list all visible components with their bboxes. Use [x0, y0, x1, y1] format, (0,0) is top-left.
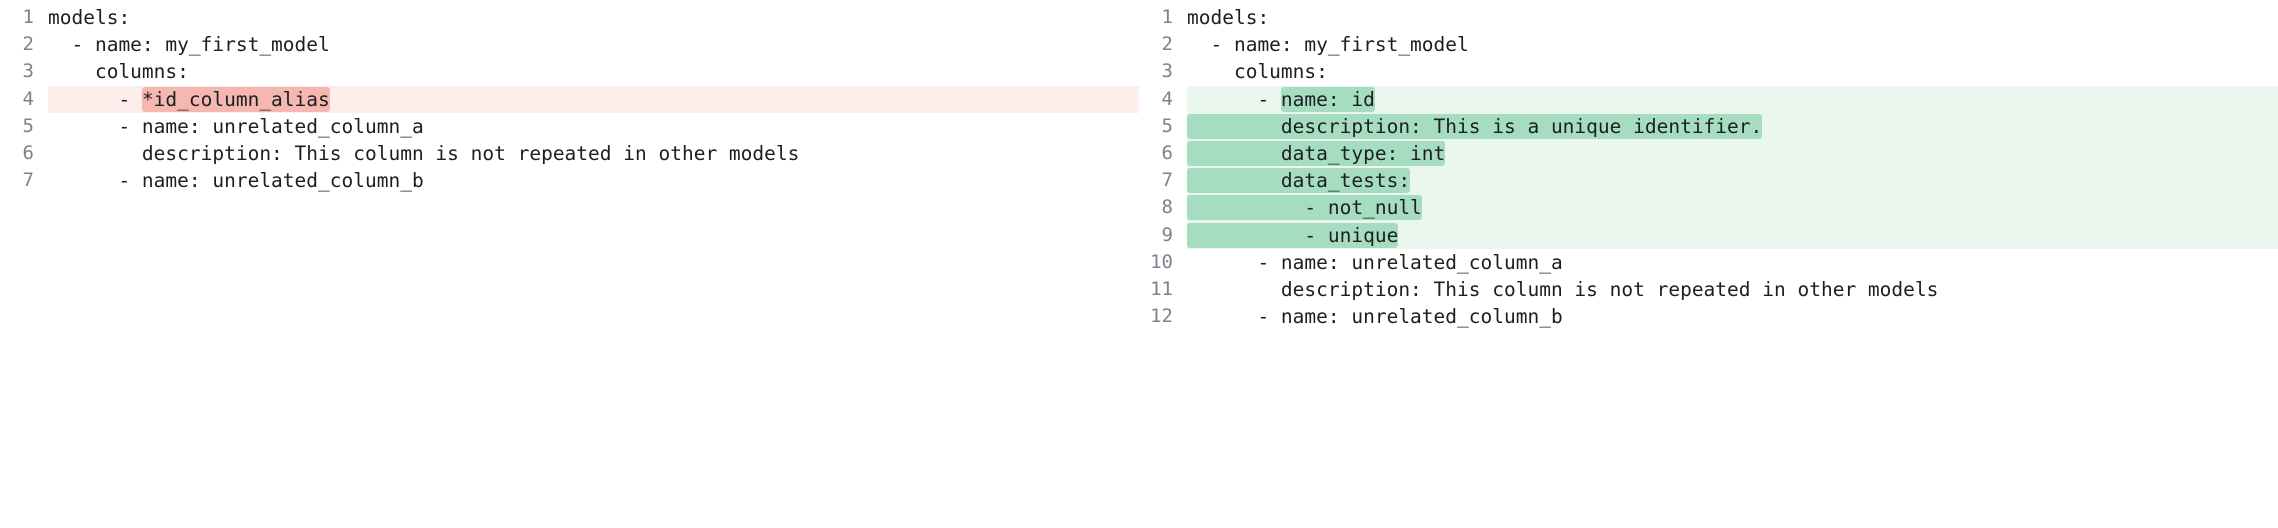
code-line[interactable]: 5 description: This is a unique identifi… [1139, 112, 2278, 140]
added-text-highlight: description: This is a unique identifier… [1187, 113, 1763, 139]
line-number: 3 [1161, 60, 1173, 83]
added-text-highlight: data_type: int [1187, 140, 1446, 166]
code-line[interactable]: 3 columns: [0, 58, 1139, 85]
code-line[interactable]: 5 - name: unrelated_column_a [0, 113, 1139, 140]
code-line[interactable]: 7 data_tests: [1139, 167, 2278, 195]
line-content: description: This column is not repeated… [1187, 277, 1939, 301]
code-line[interactable]: 8 - not_null [1139, 194, 2278, 222]
line-content: - name: id [1187, 86, 1375, 112]
line-content: models: [1187, 6, 1270, 29]
code-line[interactable]: 1 models: [1139, 4, 2278, 31]
line-number: 1 [22, 6, 34, 28]
line-content: description: This is a unique identifier… [1187, 113, 1763, 140]
code-line[interactable]: 2 - name: my_first_model [0, 31, 1139, 58]
code-line[interactable]: 4 - *id_column_alias [0, 85, 1139, 113]
line-number: 4 [1161, 87, 1173, 110]
code-line[interactable]: 6 data_type: int [1139, 139, 2278, 168]
code-line[interactable]: 6 description: This column is not repeat… [0, 140, 1139, 167]
code-line[interactable]: 2 - name: my_first_model [1139, 31, 2278, 58]
line-number: 2 [22, 33, 34, 56]
code-line[interactable]: 7 - name: unrelated_column_b [0, 167, 1139, 194]
line-content: data_tests: [1187, 167, 1411, 194]
line-number: 5 [22, 114, 34, 137]
line-number: 1 [1161, 6, 1173, 28]
code-line[interactable]: 1 models: [0, 4, 1139, 31]
added-text-highlight: - not_null [1187, 195, 1422, 221]
line-content: - name: unrelated_column_b [48, 169, 424, 193]
line-content: - *id_column_alias [48, 86, 330, 112]
line-number: 9 [1161, 223, 1173, 246]
line-content: - unique [1187, 222, 1399, 249]
line-number: 6 [1161, 141, 1173, 164]
code-line[interactable]: 12 - name: unrelated_column_b [1139, 303, 2278, 330]
line-content: description: This column is not repeated… [48, 141, 800, 165]
code-line[interactable]: 9 - unique [1139, 221, 2278, 249]
line-content: - not_null [1187, 194, 1422, 221]
line-number: 2 [1161, 33, 1173, 56]
line-number: 4 [22, 87, 34, 110]
added-text-highlight: name: id [1280, 86, 1375, 112]
line-number: 7 [22, 169, 34, 192]
line-number: 11 [1150, 277, 1173, 300]
line-content: columns: [1187, 60, 1328, 84]
line-number: 10 [1150, 250, 1173, 273]
line-number: 5 [1161, 114, 1173, 137]
added-text-highlight: data_tests: [1187, 168, 1411, 194]
line-content: - name: unrelated_column_a [48, 114, 424, 138]
line-content: models: [48, 6, 131, 29]
line-content: - name: unrelated_column_a [1187, 250, 1563, 274]
line-content: - name: unrelated_column_b [1187, 305, 1563, 329]
line-number: 3 [22, 60, 34, 83]
added-text-highlight: - unique [1187, 222, 1399, 248]
code-line[interactable]: 10 - name: unrelated_column_a [1139, 249, 2278, 276]
line-content: columns: [48, 60, 189, 84]
code-line[interactable]: 11 description: This column is not repea… [1139, 276, 2278, 303]
code-line[interactable]: 3 columns: [1139, 58, 2278, 85]
line-content: - name: my_first_model [1187, 33, 1469, 57]
code-line[interactable]: 4 - name: id [1139, 85, 2278, 113]
line-content: - name: my_first_model [48, 33, 330, 57]
deleted-text-highlight: *id_column_alias [141, 86, 330, 112]
line-number: 6 [22, 141, 34, 164]
line-number: 7 [1161, 169, 1173, 192]
line-content: data_type: int [1187, 140, 1446, 167]
line-number: 8 [1161, 196, 1173, 219]
line-number: 12 [1150, 305, 1173, 328]
